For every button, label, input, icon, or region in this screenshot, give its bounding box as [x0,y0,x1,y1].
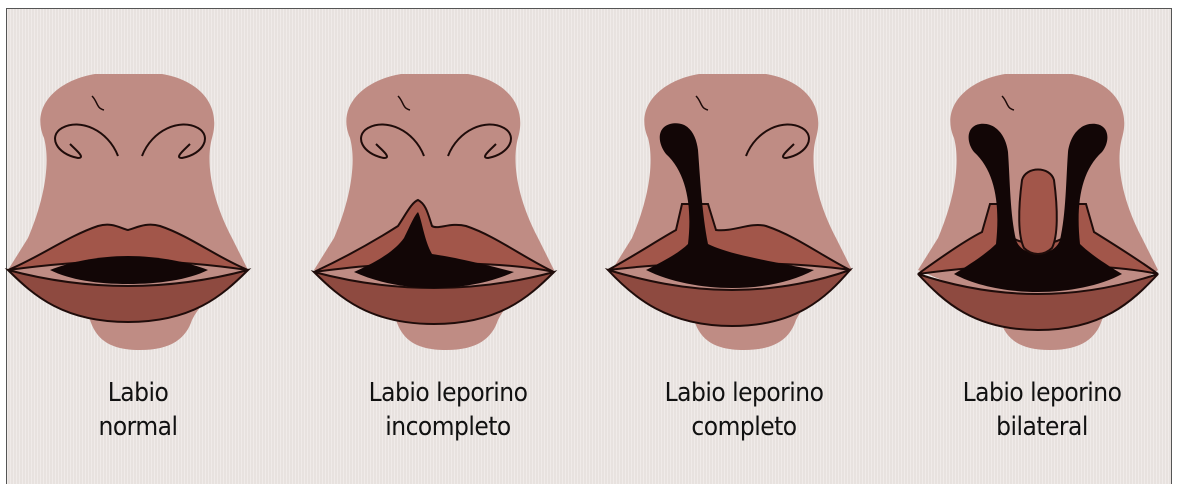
prolabium [1019,170,1057,255]
caption-normal: Labio normal [0,376,278,444]
caption-line-1: Labio [0,376,278,410]
bottom-margin [0,484,1182,499]
incomplete-cleft-illustration [306,0,586,380]
caption-line-1: Labio leporino [604,376,884,410]
figure-incomplete: Labio leporino incompleto [306,0,586,480]
figure-normal: Labio normal [0,0,280,480]
bilateral-cleft-illustration [910,0,1182,380]
caption-incomplete: Labio leporino incompleto [308,376,588,444]
figure-complete: Labio leporino completo [604,0,884,480]
caption-bilateral: Labio leporino bilateral [902,376,1182,444]
caption-line-2: bilateral [902,410,1182,444]
caption-line-2: normal [0,410,278,444]
figure-bilateral: Labio leporino bilateral [910,0,1182,480]
caption-line-2: completo [604,410,884,444]
normal-lip-illustration [0,0,280,380]
caption-line-1: Labio leporino [902,376,1182,410]
caption-complete: Labio leporino completo [604,376,884,444]
caption-line-1: Labio leporino [308,376,588,410]
caption-line-2: incompleto [308,410,588,444]
complete-cleft-illustration [604,0,884,380]
